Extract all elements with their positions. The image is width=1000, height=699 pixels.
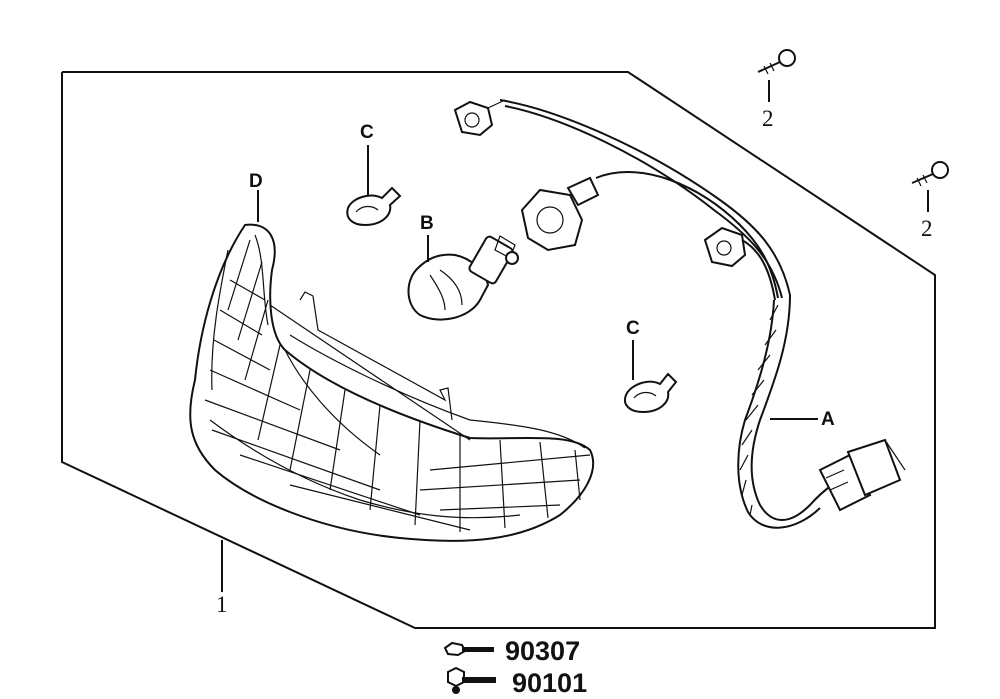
socket-main — [520, 176, 600, 252]
screw-1 — [757, 49, 796, 102]
label-2-right: 2 — [921, 216, 933, 241]
legend-item-90101: 90101 — [447, 666, 587, 698]
label-a: A — [821, 409, 835, 430]
label-c-2: C — [626, 318, 640, 339]
legend-code-2: 90101 — [512, 668, 587, 698]
wedge-bulb-2 — [624, 372, 678, 414]
assembly-outline — [61, 71, 936, 629]
lens-hatching — [204, 239, 591, 532]
label-b: B — [420, 213, 434, 234]
label-d: D — [249, 171, 263, 192]
screw-2 — [911, 161, 949, 212]
wedge-bulb-1 — [346, 186, 402, 227]
legend: 90307 90101 — [443, 636, 587, 698]
wiring-harness — [499, 99, 833, 529]
socket-1 — [453, 99, 506, 137]
leader-lines — [221, 145, 634, 592]
socket-2 — [703, 226, 747, 268]
legend-item-90307: 90307 — [443, 636, 580, 666]
label-1: 1 — [216, 592, 228, 617]
main-bulb — [407, 235, 519, 321]
legend-code-1: 90307 — [505, 636, 580, 666]
bolt-icon — [447, 666, 465, 688]
lens-housing — [189, 223, 595, 542]
label-c-1: C — [360, 122, 374, 143]
label-2-top: 2 — [762, 106, 774, 131]
harness-connector — [818, 438, 906, 512]
